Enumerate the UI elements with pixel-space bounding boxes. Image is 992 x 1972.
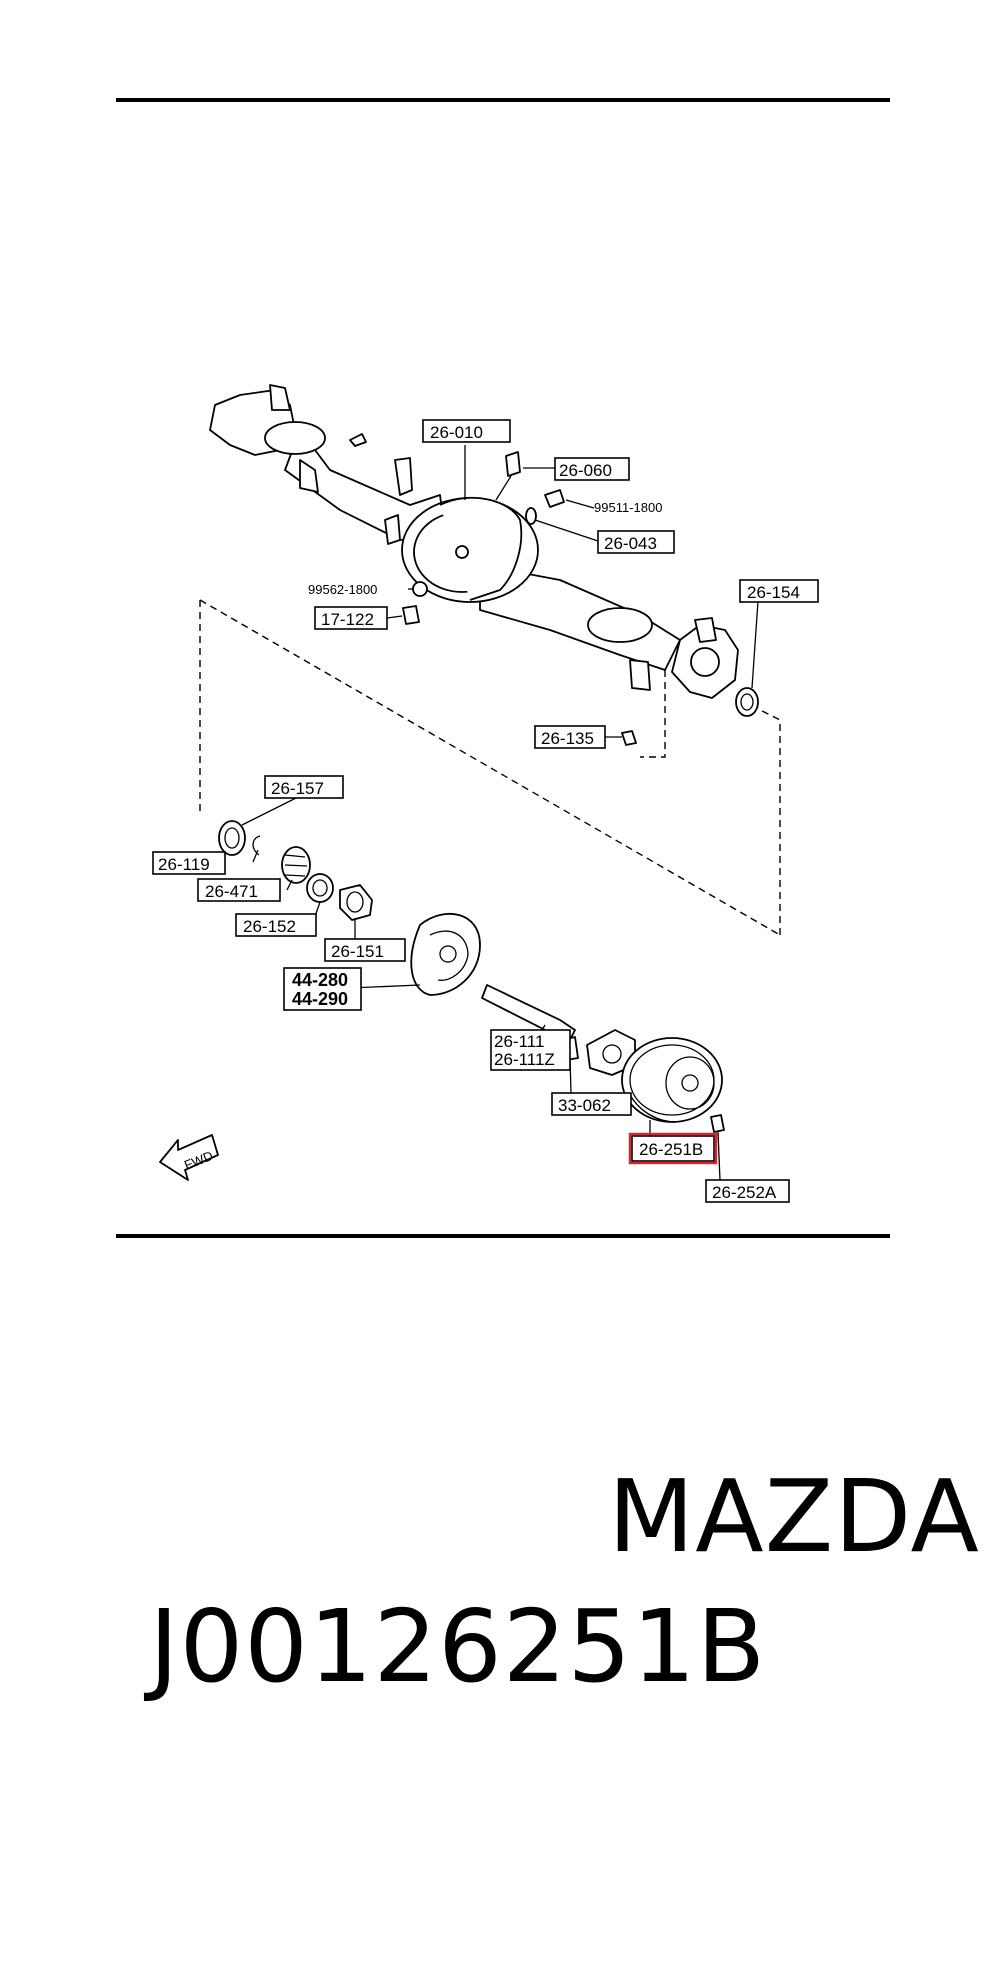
- svg-text:26-152: 26-152: [243, 917, 296, 936]
- exploded-view: FWD 26-010 26-060 99511-1800 26-043 9956…: [152, 384, 819, 1203]
- svg-text:26-043: 26-043: [604, 534, 657, 553]
- label-nut: 26-135: [534, 725, 606, 749]
- svg-text:99511-1800: 99511-1800: [594, 500, 662, 515]
- svg-text:26-252A: 26-252A: [712, 1183, 777, 1202]
- svg-text:26-119: 26-119: [158, 855, 210, 874]
- svg-text:26-471: 26-471: [205, 882, 258, 901]
- label-bearing-race: 26-152: [235, 913, 317, 937]
- fwd-arrow-icon: FWD: [159, 1134, 219, 1181]
- label-brake-disc: 26-251B: [628, 1132, 718, 1165]
- footer-caption: J00126251B MAZDA: [18, 1452, 980, 1705]
- svg-text:44-290: 44-290: [292, 989, 348, 1009]
- label-backing-plate: 44-280 44-290: [283, 967, 362, 1011]
- svg-text:26-010: 26-010: [430, 423, 483, 442]
- label-oil-seal: 26-157: [264, 775, 344, 799]
- brand-name: MAZDA: [608, 1458, 980, 1575]
- svg-text:26-135: 26-135: [541, 729, 594, 748]
- part-number: J00126251B: [149, 1588, 767, 1705]
- label-spacer: 26-151: [324, 938, 406, 962]
- label-gasket-left: 99562-1800: [308, 582, 377, 597]
- label-oil-seal-right: 26-154: [739, 579, 819, 603]
- label-snap-ring: 26-119: [152, 851, 226, 875]
- label-hub-bolt: 33-062: [551, 1092, 632, 1116]
- svg-text:26-151: 26-151: [331, 942, 384, 961]
- label-drain-plug: 99511-1800: [594, 500, 662, 515]
- svg-text:26-111: 26-111: [494, 1032, 544, 1051]
- label-bearing: 26-471: [197, 878, 281, 902]
- bottom-divider: [116, 1234, 890, 1238]
- label-wheel-nut: 26-252A: [705, 1179, 790, 1203]
- label-plug: 17-122: [314, 606, 388, 630]
- svg-text:26-111Z: 26-111Z: [494, 1050, 555, 1069]
- parts-diagram: FWD 26-010 26-060 99511-1800 26-043 9956…: [18, 98, 980, 1705]
- svg-text:33-062: 33-062: [558, 1096, 611, 1115]
- label-gasket-right: 26-043: [597, 530, 675, 554]
- svg-text:26-251B: 26-251B: [639, 1140, 703, 1159]
- svg-text:99562-1800: 99562-1800: [308, 582, 377, 597]
- label-axle-housing: 26-010: [422, 419, 511, 443]
- housing-small-parts: [402, 451, 759, 746]
- svg-text:26-157: 26-157: [271, 779, 324, 798]
- svg-text:26-060: 26-060: [559, 461, 612, 480]
- highlight-box: [628, 1132, 718, 1165]
- svg-text:44-280: 44-280: [292, 970, 348, 990]
- exploded-guides: [199, 599, 781, 936]
- top-divider: [116, 98, 890, 102]
- svg-text:26-154: 26-154: [747, 583, 800, 602]
- axle-housing-drawing: [209, 384, 739, 699]
- label-axle-shaft: 26-111 26-111Z: [490, 1029, 571, 1071]
- svg-text:17-122: 17-122: [321, 610, 374, 629]
- label-breather: 26-060: [554, 457, 630, 481]
